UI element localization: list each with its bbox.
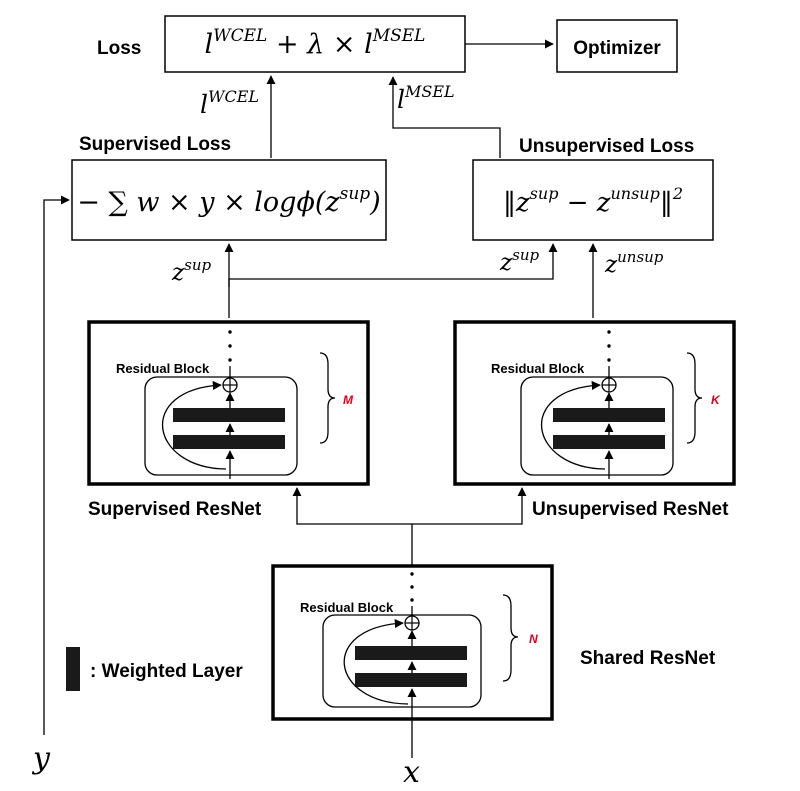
supervised-resnet: Residual Block M — [87, 320, 370, 486]
shared-resnet-label: Shared ResNet — [580, 648, 716, 669]
weighted-layer — [355, 646, 467, 660]
shared-to-supervised-arrow — [292, 487, 413, 565]
repeat-brace — [686, 352, 703, 444]
unsupervised-loss-label: Unsupervised Loss — [519, 136, 694, 157]
weighted-layer — [173, 408, 285, 422]
residual-block-label: Residual Block — [491, 361, 585, 376]
repeat-count-n: N — [529, 632, 538, 646]
shared-to-unsupervised-arrow — [412, 487, 527, 525]
repeat-count-m: M — [343, 393, 354, 407]
residual-block-label: Residual Block — [116, 361, 210, 376]
legend-weighted-layer-label: : Weighted Layer — [90, 661, 243, 682]
weighted-layer — [173, 435, 285, 449]
skip-connection — [343, 618, 409, 705]
residual-block-box — [144, 376, 298, 476]
x-input-label: x — [403, 755, 420, 790]
msel-edge-label: lMSEL — [397, 82, 455, 114]
total-loss-formula: lWCEL + λ × lMSEL — [205, 26, 426, 60]
unsupervised-loss-box — [472, 159, 714, 241]
z-sup-left-label: zsup — [171, 256, 211, 286]
unsupervised-resnet-box — [453, 320, 736, 486]
optimizer-label: Optimizer — [573, 38, 661, 59]
msel-arrow — [388, 76, 501, 158]
residual-block-label: Residual Block — [300, 600, 394, 615]
repeat-count-k: K — [711, 393, 721, 407]
shared-resnet: Residual Block N — [271, 564, 554, 758]
repeat-brace — [319, 352, 336, 444]
z-sup-right-label: zsup — [499, 246, 539, 276]
supervised-loss-formula: − ∑ w × y × logϕ(zsup) — [77, 184, 380, 218]
y-input-arrow — [43, 195, 70, 735]
z-sup-to-unsupervised-loss — [228, 243, 558, 287]
supervised-loss-label: Supervised Loss — [79, 134, 231, 155]
unsupervised-resnet: Residual Block K — [453, 320, 736, 486]
z-unsup-label: zunsup — [604, 248, 664, 278]
y-input-label: y — [31, 741, 51, 776]
weighted-layer — [553, 435, 665, 449]
residual-block-box — [520, 376, 674, 476]
supervised-resnet-box — [87, 320, 370, 486]
skip-connection — [541, 380, 606, 470]
weighted-layer — [355, 673, 467, 687]
legend-weighted-layer-swatch — [66, 647, 80, 691]
optimizer-box — [556, 19, 678, 73]
supervised-resnet-label: Supervised ResNet — [88, 499, 262, 520]
skip-connection — [162, 380, 227, 470]
repeat-brace — [502, 594, 519, 682]
loss-label: Loss — [97, 38, 141, 59]
residual-block-box — [322, 614, 482, 708]
weighted-layer — [553, 408, 665, 422]
unsupervised-loss-formula: ‖zsup − zunsup‖2 — [503, 184, 683, 218]
supervised-loss-box — [71, 159, 387, 241]
wcel-edge-label: lWCEL — [200, 87, 259, 119]
unsupervised-resnet-label: Unsupervised ResNet — [532, 499, 729, 520]
